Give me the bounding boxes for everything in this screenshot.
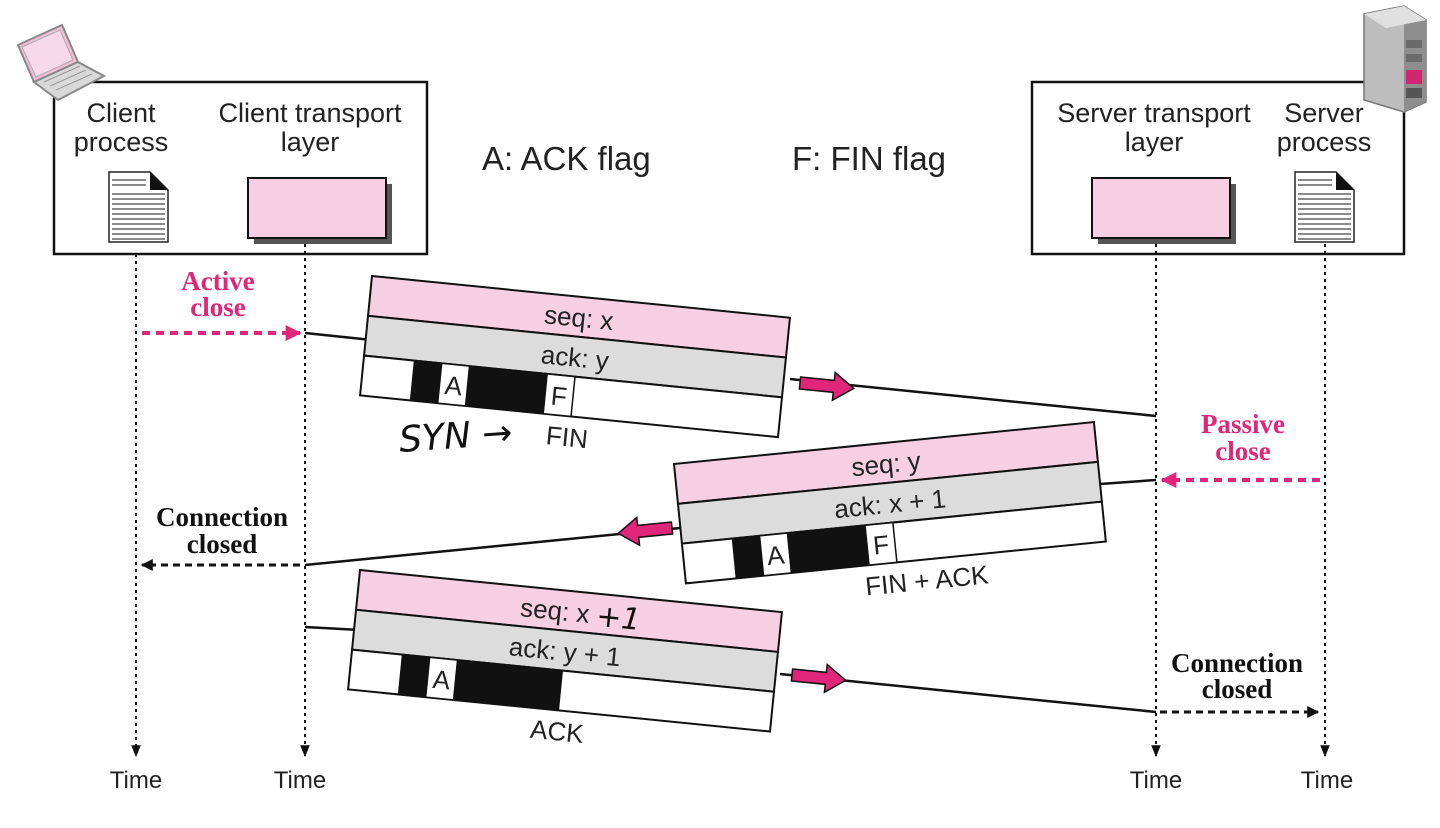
client-connection-closed-event: Connection closed bbox=[140, 502, 300, 571]
time-label-client-transport: Time bbox=[274, 767, 326, 794]
server-host-box: Server transport layer Server process bbox=[1030, 80, 1406, 256]
timelines bbox=[131, 244, 1330, 758]
fin-ack-segment-seq: seq: y bbox=[850, 446, 922, 483]
fin-segment-caption: FIN bbox=[545, 420, 590, 454]
ack-direction-arrow bbox=[790, 662, 848, 694]
document-icon bbox=[108, 171, 169, 243]
time-label-server-process: Time bbox=[1301, 767, 1353, 794]
svg-text:Passive: Passive bbox=[1201, 409, 1285, 439]
svg-text:Connection: Connection bbox=[156, 502, 288, 532]
laptop-icon bbox=[16, 23, 107, 102]
server-transport-label: Server transport bbox=[1057, 98, 1251, 128]
server-transport-buffer bbox=[1091, 177, 1236, 244]
svg-text:closed: closed bbox=[187, 529, 258, 559]
passive-close-event: Passive close bbox=[1160, 409, 1320, 488]
fin-segment: seq: x ack: y A F FIN bbox=[358, 274, 792, 454]
ack-segment-flag-a: A bbox=[431, 664, 452, 696]
client-host-box: Client process Client transport layer bbox=[52, 80, 429, 256]
fin-ack-segment-flag-f: F bbox=[872, 529, 891, 560]
ack-segment-seq: seq: x bbox=[519, 592, 591, 629]
client-process-label: Client bbox=[86, 98, 156, 128]
svg-text:Connection: Connection bbox=[1171, 648, 1303, 678]
legend-fin-flag: F: FIN flag bbox=[792, 140, 946, 177]
svg-text:close: close bbox=[1215, 436, 1270, 466]
active-close-event: Active close bbox=[142, 266, 302, 341]
svg-text:Active: Active bbox=[181, 266, 254, 296]
server-process-label: Server bbox=[1284, 98, 1364, 128]
client-transport-label-line2: layer bbox=[281, 127, 340, 157]
server-connection-closed-event: Connection closed bbox=[1160, 648, 1320, 718]
time-label-server-transport: Time bbox=[1130, 767, 1182, 794]
fin-segment-ack: ack: y bbox=[540, 339, 611, 376]
svg-text:closed: closed bbox=[1202, 674, 1273, 704]
fin-ack-segment-flag-a: A bbox=[765, 540, 786, 572]
client-transport-label: Client transport bbox=[218, 98, 402, 128]
ack-segment: seq: x +1 ack: y + 1 A ACK bbox=[346, 568, 783, 749]
server-process-label-line2: process bbox=[1277, 127, 1372, 157]
fin-ack-direction-arrow bbox=[616, 515, 674, 547]
fin-segment-seq: seq: x bbox=[543, 299, 615, 336]
fin-segment-flag-a: A bbox=[443, 370, 464, 402]
fin-ack-segment: seq: y ack: x + 1 A F FIN + ACK bbox=[672, 420, 1107, 602]
svg-text:close: close bbox=[190, 292, 245, 322]
legend-ack-flag: A: ACK flag bbox=[482, 140, 651, 177]
handwritten-syn-annotation: SYN → bbox=[398, 412, 514, 461]
client-transport-buffer bbox=[247, 177, 392, 244]
fin-segment-flag-f: F bbox=[550, 380, 569, 411]
server-transport-label-line2: layer bbox=[1125, 127, 1184, 157]
ack-segment-caption: ACK bbox=[529, 714, 586, 749]
fin-direction-arrow bbox=[798, 370, 856, 402]
server-tower-icon bbox=[1363, 5, 1427, 113]
client-process-label-line2: process bbox=[74, 127, 169, 157]
fin-ack-segment-caption: FIN + ACK bbox=[864, 559, 991, 601]
time-label-client-process: Time bbox=[110, 767, 162, 794]
ack-segment-seq-handwritten: +1 bbox=[595, 599, 642, 638]
document-icon bbox=[1294, 171, 1355, 243]
